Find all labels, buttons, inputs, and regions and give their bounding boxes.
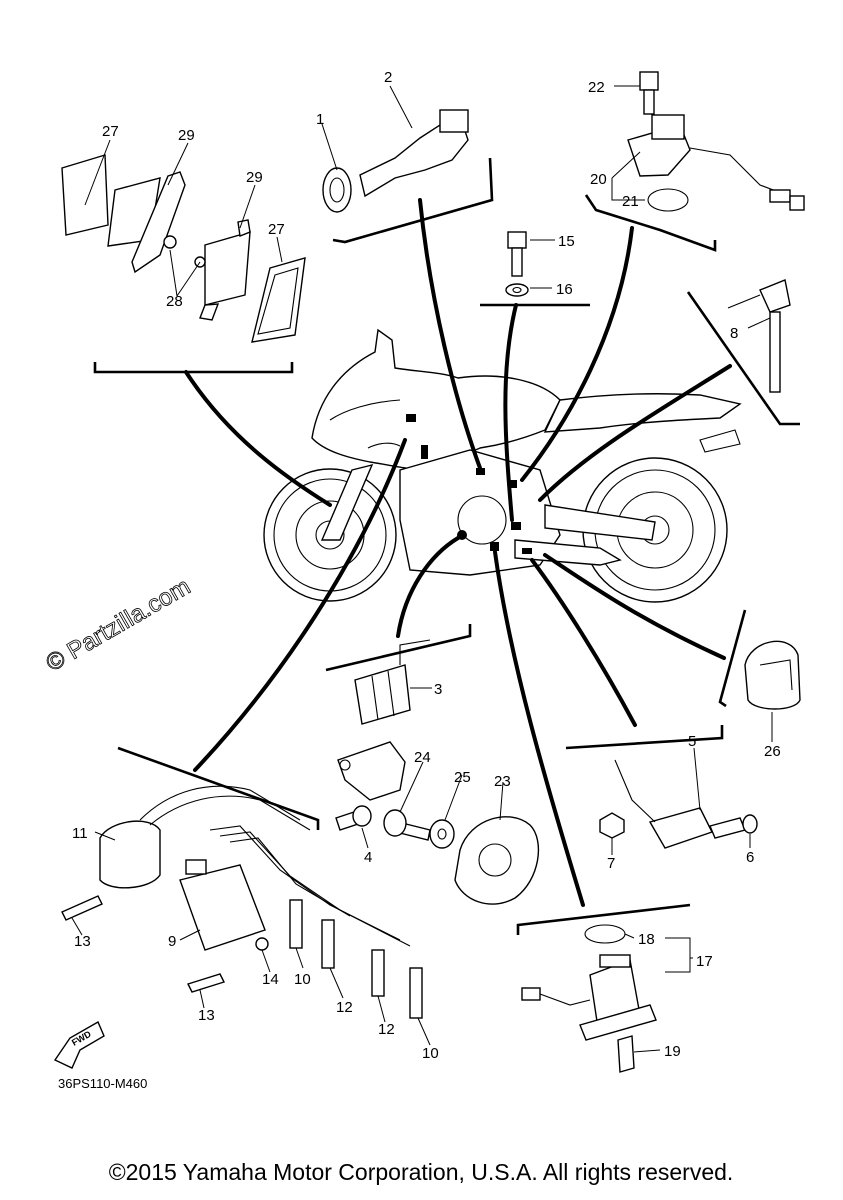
part-bolts-4-24-25	[335, 805, 455, 849]
callout-6: 6	[746, 849, 754, 866]
part-sensor-5-7	[599, 759, 758, 849]
callout-19: 19	[664, 1043, 681, 1060]
callout-24: 24	[414, 749, 431, 766]
callout-27a: 27	[102, 123, 119, 140]
callout-1: 1	[316, 111, 324, 128]
callout-11: 11	[72, 825, 88, 842]
callout-27b: 27	[268, 221, 285, 238]
part-coils-9-11	[99, 785, 423, 1019]
part-pump-17-19	[521, 924, 657, 1073]
callout-29b: 29	[246, 169, 263, 186]
fwd-arrow-icon: FWD	[53, 1021, 105, 1069]
diagram-code: 36PS110-M460	[58, 1076, 147, 1091]
callout-8: 8	[730, 325, 738, 342]
callout-21: 21	[622, 193, 639, 210]
callout-10b: 10	[422, 1045, 439, 1062]
callout-13b: 13	[198, 1007, 215, 1024]
part-switch-8	[727, 279, 791, 393]
part-sensor-20-22	[627, 71, 805, 212]
callout-12b: 12	[378, 1021, 395, 1038]
callout-7: 7	[607, 855, 615, 872]
callout-5: 5	[688, 733, 696, 750]
part-bolt-15-16	[505, 231, 529, 297]
group-brackets	[93, 157, 800, 935]
callout-26: 26	[764, 743, 781, 760]
callout-4: 4	[364, 849, 372, 866]
part-rotor-23	[454, 816, 540, 905]
part-screws-13-14	[61, 895, 269, 993]
motorcycle-illustration	[263, 328, 742, 603]
callout-22: 22	[588, 79, 605, 96]
watermark-text: © Partzilla.com	[42, 573, 196, 677]
callout-18: 18	[638, 931, 655, 948]
callout-20: 20	[590, 171, 607, 188]
leader-lines	[184, 198, 732, 907]
callout-3: 3	[434, 681, 442, 698]
part-sensor-1-2	[322, 109, 469, 213]
callout-23: 23	[494, 773, 511, 790]
callout-labels: 1 2 3 4 5 6 7 8 9 10 10 11 12 12 13 13 1…	[72, 69, 781, 1062]
copyright-notice: ©2015 Yamaha Motor Corporation, U.S.A. A…	[109, 1159, 734, 1185]
callout-25: 25	[454, 769, 471, 786]
part-reflectors	[61, 154, 306, 343]
callout-29a: 29	[178, 127, 195, 144]
callout-28: 28	[166, 293, 183, 310]
callout-2: 2	[384, 69, 392, 86]
part-holder-26	[744, 640, 801, 710]
part-rectifier-3	[337, 639, 431, 801]
callout-13a: 13	[74, 933, 91, 950]
callout-17: 17	[696, 953, 713, 970]
callout-leaders	[71, 85, 773, 1053]
callout-9: 9	[168, 933, 176, 950]
callout-10a: 10	[294, 971, 311, 988]
callout-12a: 12	[336, 999, 353, 1016]
callout-15: 15	[558, 233, 575, 250]
callout-16: 16	[556, 281, 573, 298]
callout-14: 14	[262, 971, 279, 988]
